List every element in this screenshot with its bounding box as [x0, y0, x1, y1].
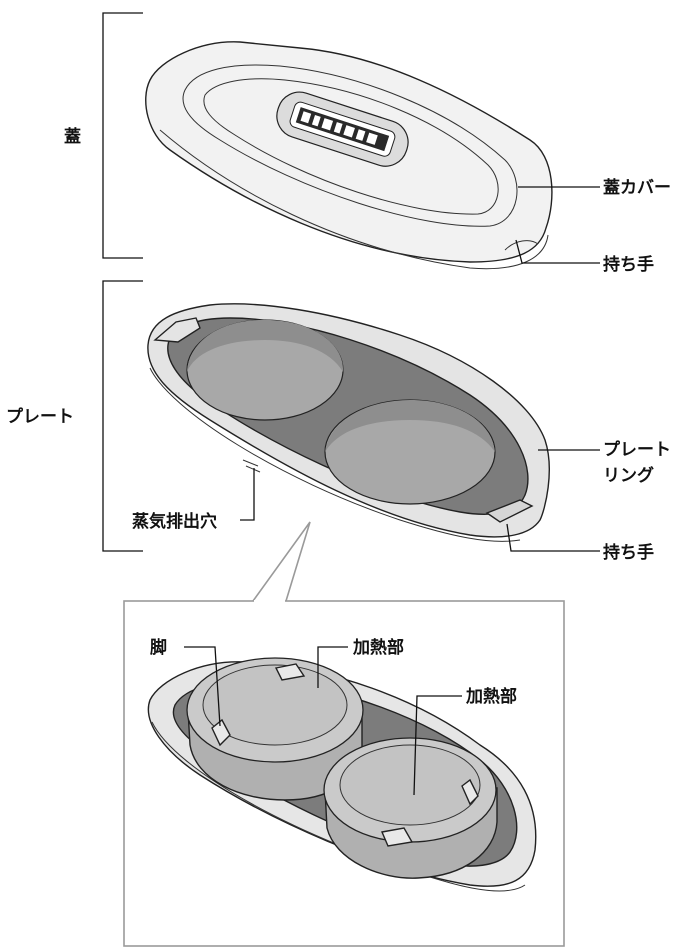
inset-heater-right-inner: [339, 744, 481, 826]
plate-handle-right: [485, 499, 534, 523]
label-steam-vent: 蒸気排出穴: [132, 511, 217, 532]
label-plate: プレート: [6, 406, 74, 427]
label-heating-part-1: 加熱部: [352, 637, 404, 658]
label-lid-handle: 持ち手: [603, 254, 654, 275]
inset-tab-right-bottom: [381, 827, 414, 847]
label-plate-ring-line1: プレート: [603, 439, 671, 460]
inset-leg-left: [211, 718, 231, 747]
label-lid: 蓋: [64, 127, 81, 147]
inset-heater-left-inner: [202, 664, 348, 746]
inset-pointer: [252, 521, 311, 602]
label-lid-cover: 蓋カバー: [603, 178, 671, 198]
plate-handle-leader: [506, 523, 600, 552]
label-heating-part-2: 加熱部: [465, 686, 517, 707]
lid-inner-panel: [182, 64, 518, 227]
inset-plate-illustration: [147, 657, 537, 892]
plate-cavity-left-shade: [187, 319, 344, 372]
plate-illustration: [147, 303, 550, 542]
lid-handle-leader: [515, 239, 600, 264]
plate-bracket: [102, 280, 143, 552]
plate-underside: [149, 367, 521, 542]
inset-leg-right: [461, 778, 479, 806]
steam-vent-mark: [242, 459, 261, 473]
plate-handle-left: [153, 317, 201, 343]
lid-rim-edge: [159, 129, 549, 270]
lid-bracket: [102, 12, 143, 259]
lid-handle-notch: [504, 240, 539, 251]
label-plate-ring-line2: リング: [603, 465, 654, 486]
steam-vent-leader: [240, 468, 255, 521]
lid-illustration: [145, 41, 553, 270]
plate-cavity-right-shade: [325, 400, 495, 452]
heating-part-1-leader: [317, 646, 348, 688]
lid-center-badge: [276, 91, 409, 167]
label-leg: 脚: [150, 637, 167, 658]
inset-tab-left-top: [274, 663, 306, 681]
heating-part-2-leader: [413, 695, 462, 796]
lid-inner-panel-2: [203, 78, 499, 215]
leg-leader: [184, 646, 221, 727]
label-plate-handle: 持ち手: [603, 542, 654, 563]
